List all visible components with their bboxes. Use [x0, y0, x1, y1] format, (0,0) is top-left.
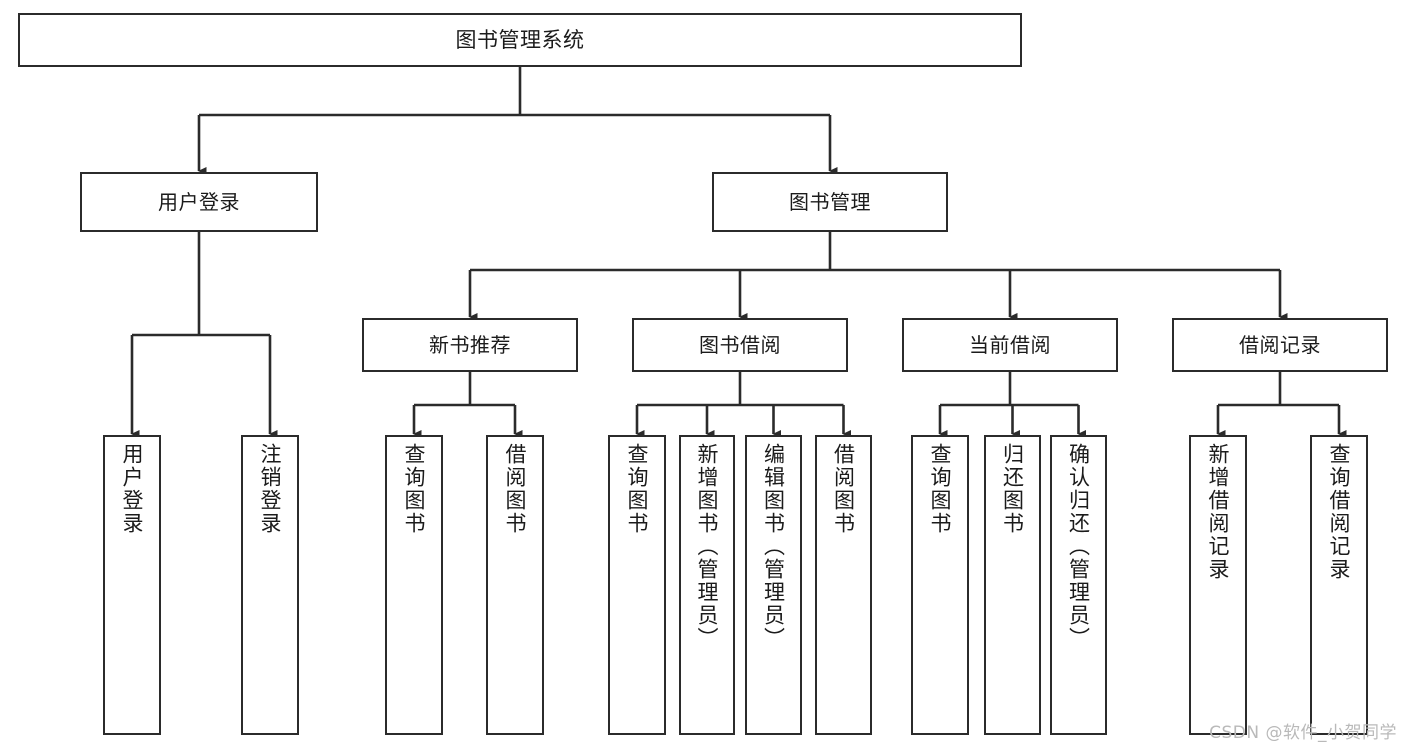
node-label: 确认归还（管理员） [1066, 443, 1091, 650]
node-user_login[interactable]: 用户登录 [80, 172, 318, 232]
node-root[interactable]: 图书管理系统 [18, 13, 1022, 67]
node-l_confirm[interactable]: 确认归还（管理员） [1050, 435, 1107, 735]
node-label: 借阅记录 [1239, 332, 1321, 357]
node-l_q_book_1[interactable]: 查询图书 [385, 435, 443, 735]
node-label: 图书管理系统 [455, 27, 585, 52]
node-label: 图书借阅 [699, 332, 781, 357]
node-l_return[interactable]: 归还图书 [984, 435, 1041, 735]
node-label: 借阅图书 [503, 443, 528, 535]
node-l_add_rec[interactable]: 新增借阅记录 [1189, 435, 1247, 735]
node-l_q_book_2[interactable]: 查询图书 [608, 435, 666, 735]
node-label: 用户登录 [158, 189, 240, 214]
node-l_borrow_2[interactable]: 借阅图书 [815, 435, 872, 735]
node-label: 图书管理 [789, 189, 871, 214]
node-label: 查询图书 [928, 443, 953, 535]
node-label: 新增借阅记录 [1206, 443, 1231, 581]
node-label: 编辑图书（管理员） [761, 443, 786, 650]
node-label: 查询图书 [402, 443, 427, 535]
node-label: 当前借阅 [969, 332, 1051, 357]
node-l_logout[interactable]: 注销登录 [241, 435, 299, 735]
node-l_borrow_1[interactable]: 借阅图书 [486, 435, 544, 735]
node-l_add_book[interactable]: 新增图书（管理员） [679, 435, 735, 735]
node-label: 新书推荐 [429, 332, 511, 357]
node-book_mgmt[interactable]: 图书管理 [712, 172, 948, 232]
node-label: 注销登录 [258, 443, 283, 535]
node-l_edit_book[interactable]: 编辑图书（管理员） [745, 435, 802, 735]
csdn-watermark: CSDN @软件_小贺同学 [1209, 723, 1397, 743]
node-l_q_rec[interactable]: 查询借阅记录 [1310, 435, 1368, 735]
node-l_user_login[interactable]: 用户登录 [103, 435, 161, 735]
node-label: 新增图书（管理员） [695, 443, 720, 650]
node-label: 用户登录 [120, 443, 145, 535]
node-current[interactable]: 当前借阅 [902, 318, 1118, 372]
node-l_q_book_3[interactable]: 查询图书 [911, 435, 969, 735]
node-label: 借阅图书 [831, 443, 856, 535]
node-label: 查询借阅记录 [1327, 443, 1352, 581]
node-label: 查询图书 [625, 443, 650, 535]
node-new_book[interactable]: 新书推荐 [362, 318, 578, 372]
node-label: 归还图书 [1000, 443, 1025, 535]
node-records[interactable]: 借阅记录 [1172, 318, 1388, 372]
node-borrow[interactable]: 图书借阅 [632, 318, 848, 372]
